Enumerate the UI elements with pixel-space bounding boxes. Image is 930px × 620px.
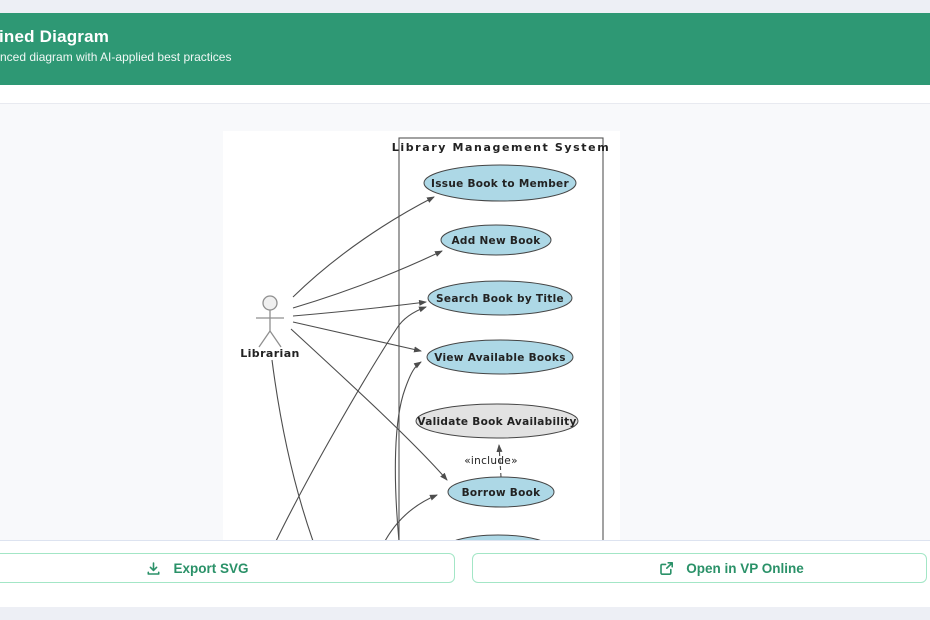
diagram-panel: Library Management System Issue Book to …: [0, 104, 930, 541]
actor-leg-right: [269, 330, 282, 348]
usecase-borrow-book-label: Borrow Book: [462, 487, 542, 499]
usecase-validate-availability-shape: [415, 403, 579, 439]
actor-leg-left: [258, 330, 271, 348]
usecase-add-new-book-shape: [440, 224, 552, 256]
top-strip: [0, 0, 930, 13]
export-svg-button[interactable]: Export SVG: [0, 553, 455, 583]
association-view-books-lower: [394, 361, 422, 540]
usecase-add-new-book-label: Add New Book: [451, 235, 541, 247]
open-vp-online-button[interactable]: Open in VP Online: [472, 553, 927, 583]
usecase-borrow-book: Borrow Book: [447, 476, 555, 508]
usecase-search-book: Search Book by Title: [427, 280, 573, 316]
header-banner: ined Diagram nced diagram with AI-applie…: [0, 13, 930, 85]
association-add-new-book: [292, 250, 443, 309]
include-label: «include»: [464, 455, 518, 467]
usecase-issue-book: Issue Book to Member: [423, 164, 577, 202]
include-arrow: [496, 444, 503, 478]
usecase-diagram: Library Management System Issue Book to …: [240, 137, 611, 540]
open-vp-online-label: Open in VP Online: [686, 560, 804, 576]
association-search-book: [292, 299, 427, 317]
usecase-search-book-label: Search Book by Title: [436, 293, 564, 305]
diagram-canvas: Library Management System Issue Book to …: [223, 131, 620, 540]
system-boundary-title: Library Management System: [392, 141, 611, 154]
external-link-icon: [660, 561, 674, 575]
usecase-validate-availability-label: Validate Book Availability: [417, 416, 576, 428]
usecase-search-book-shape: [427, 280, 573, 316]
association-borrow-book-lower: [384, 494, 438, 540]
usecase-view-books-label: View Available Books: [434, 352, 566, 364]
association-borrow-book: [290, 328, 448, 481]
association-view-books: [292, 321, 422, 353]
usecase-borrow-book-shape: [447, 476, 555, 508]
download-icon: [147, 561, 160, 575]
usecase-validate-availability: Validate Book Availability: [415, 403, 579, 439]
usecase-issue-book-label: Issue Book to Member: [431, 178, 569, 190]
usecase-view-books: View Available Books: [426, 339, 574, 375]
actor-head: [262, 295, 278, 311]
page-subtitle: nced diagram with AI-applied best practi…: [0, 50, 232, 64]
bottom-strip: [0, 607, 930, 620]
usecase-issue-book-shape: [423, 164, 577, 202]
header-gap-band: [0, 85, 930, 104]
association-search-book-lower: [275, 306, 427, 540]
page-title: ined Diagram: [0, 27, 110, 46]
actor-label: Librarian: [240, 347, 300, 360]
usecase-add-new-book: Add New Book: [440, 224, 552, 256]
action-bar: Export SVG Open in VP Online: [0, 541, 930, 607]
usecase-partial-ellipse: [455, 534, 541, 540]
actor-librarian: [256, 295, 284, 348]
association-issue-book: [292, 196, 435, 298]
usecase-view-books-shape: [426, 339, 574, 375]
export-svg-label: Export SVG: [173, 560, 249, 576]
association-downward: [271, 359, 314, 540]
